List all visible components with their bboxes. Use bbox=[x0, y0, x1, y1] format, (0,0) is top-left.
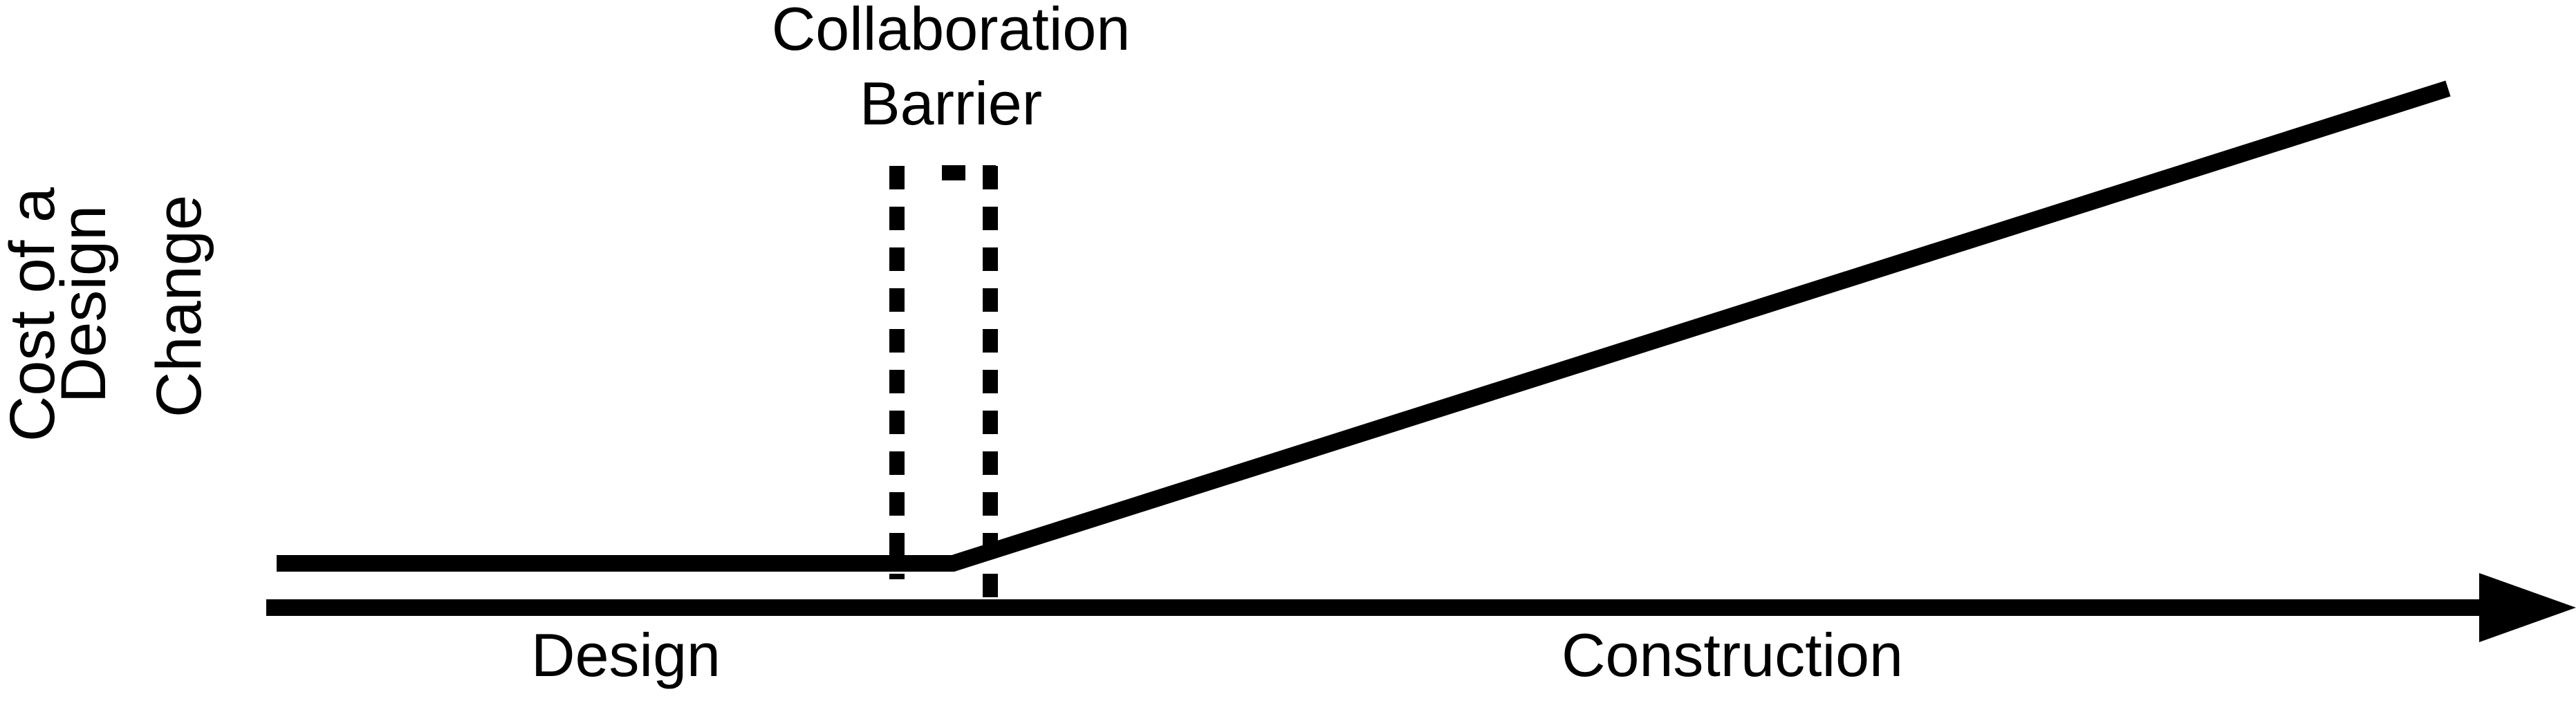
y-axis-label-line-2: Design bbox=[48, 205, 119, 403]
x-label-design: Design bbox=[531, 621, 721, 689]
y-axis-label-line-3: Change bbox=[144, 195, 214, 418]
cost-curve bbox=[277, 80, 2451, 572]
barrier-label-line-2: Barrier bbox=[860, 69, 1042, 138]
x-axis-arrowhead bbox=[2479, 573, 2576, 642]
y-axis-label-line-1: Cost of a bbox=[0, 187, 68, 442]
collaboration-barrier-box bbox=[889, 165, 998, 598]
barrier-label-line-1: Collaboration bbox=[772, 0, 1131, 63]
x-label-construction: Construction bbox=[1562, 621, 1903, 689]
